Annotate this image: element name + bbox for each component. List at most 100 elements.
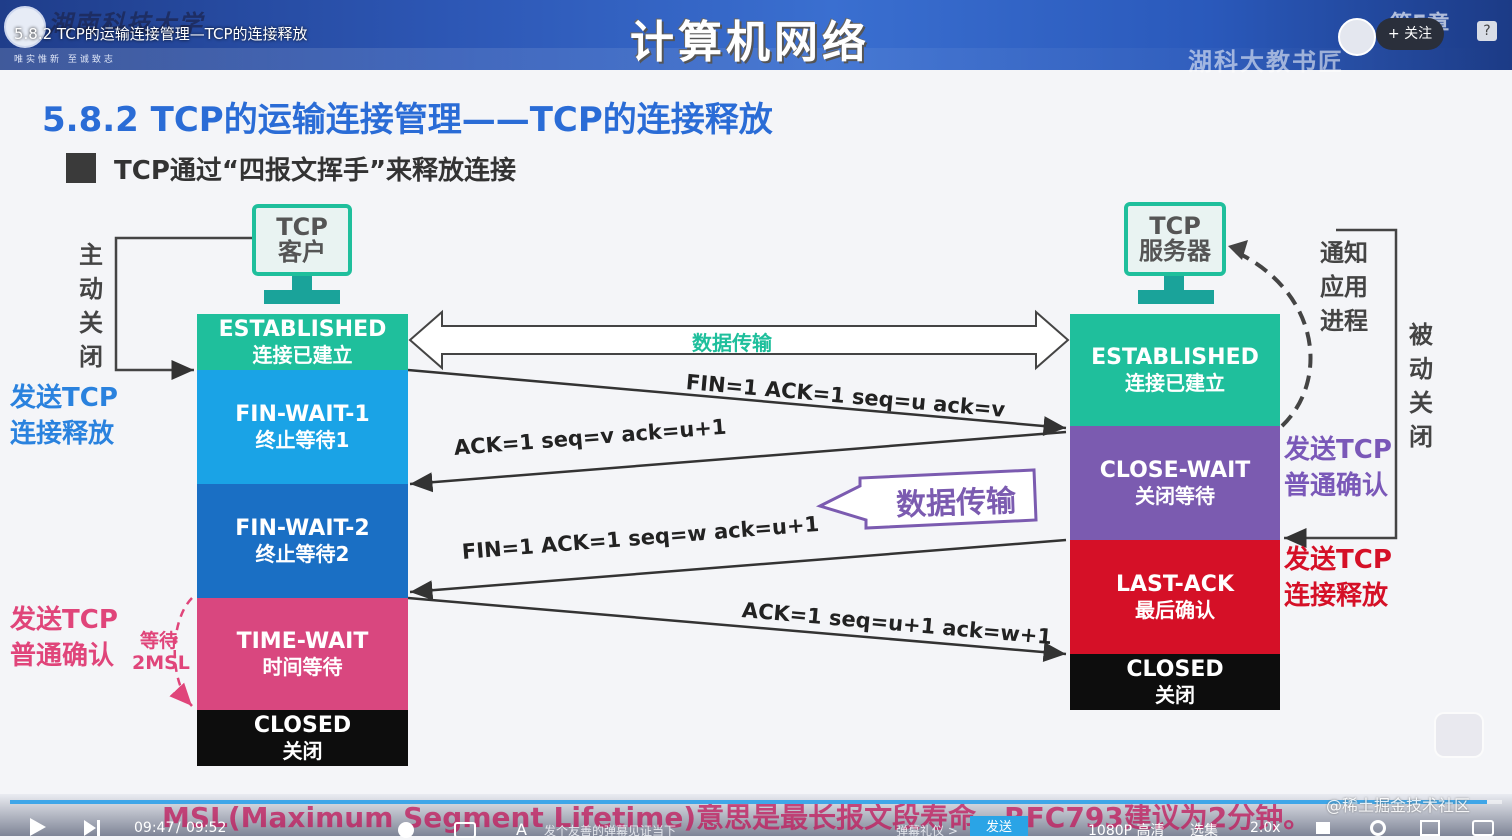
speed-selector[interactable]: 2.0x (1250, 820, 1281, 836)
server-state-established-zh: 连接已建立 (1125, 371, 1225, 395)
server-state-established: ESTABLISHED 连接已建立 (1070, 314, 1280, 426)
time-separator: / (176, 820, 181, 836)
time-total: 09:52 (186, 820, 227, 836)
notify-app-dashed-arc (1231, 248, 1313, 428)
client-state-established-en: ESTABLISHED (218, 317, 387, 342)
server-state-last-ack-en: LAST-ACK (1115, 572, 1234, 597)
client-send-ack-label-2: 普通确认 (10, 641, 115, 671)
msg1-line (407, 368, 1067, 436)
fullscreen-icon[interactable] (1472, 820, 1494, 836)
help-icon[interactable]: ? (1477, 21, 1497, 41)
client-state-closed-en: CLOSED (253, 713, 352, 738)
notify-app-arrowhead (1228, 240, 1248, 260)
server-state-close-wait: CLOSE-WAIT 关闭等待 (1070, 426, 1280, 540)
header-swoosh (0, 48, 1512, 70)
school-motto: 唯实惟新 至诚致志 (14, 55, 116, 65)
server-send-ack-label-2: 普通确认 (1284, 471, 1389, 501)
watermark: @稀土掘金技术社区 (1326, 796, 1471, 815)
msg3-line (409, 538, 1067, 601)
server-send-release-label-1: 发送TCP (1284, 545, 1392, 575)
client-state-fin-wait-1: FIN-WAIT-1 终止等待1 (197, 370, 408, 484)
data-transfer-double-arrow (408, 309, 1070, 371)
danmaku-input[interactable]: 发个友善的弹幕见证当下 (544, 824, 677, 838)
server-state-last-ack-zh: 最后确认 (1135, 598, 1215, 622)
server-send-release-label-2: 连接释放 (1284, 581, 1389, 611)
client-state-fin-wait-1-en: FIN-WAIT-1 (235, 402, 370, 427)
client-device-label-2: 客户 (278, 238, 326, 266)
client-state-fin-wait-1-zh: 终止等待1 (255, 428, 350, 452)
mini-player-icon[interactable] (1434, 712, 1484, 758)
client-state-closed-zh: 关闭 (282, 739, 323, 763)
msg4-line (407, 596, 1067, 663)
progress-fill (10, 800, 1488, 804)
uploader-name: 湖科大教书匠 (1188, 48, 1344, 76)
data-transfer-label: 数据传输 (692, 331, 772, 355)
course-title: 计算机网络 (630, 17, 870, 68)
danmaku-font-icon[interactable]: A (516, 820, 527, 839)
settings-gear-icon[interactable] (1370, 820, 1386, 836)
video-title: 5.8.2 TCP的运输连接管理—TCP的连接释放 (14, 25, 308, 43)
client-device-label-1: TCP (276, 213, 328, 241)
server-passive-close-label: 被动关闭 (1409, 321, 1433, 451)
server-state-close-wait-zh: 关闭等待 (1135, 484, 1215, 508)
slide-title: 5.8.2 TCP的运输连接管理——TCP的连接释放 (42, 100, 773, 140)
client-active-close-label: 主动关闭 (79, 241, 103, 371)
client-state-closed: CLOSED 关闭 (197, 710, 408, 766)
next-bar-icon (97, 820, 100, 836)
danmaku-etiquette-link[interactable]: 弹幕礼仪 > (896, 824, 958, 838)
client-state-established-zh: 连接已建立 (252, 343, 353, 367)
server-data-transfer-label: 数据传输 (895, 483, 1017, 524)
client-state-fin-wait-2: FIN-WAIT-2 终止等待2 (197, 484, 408, 598)
pip-icon[interactable] (1420, 820, 1440, 836)
server-state-last-ack: LAST-ACK 最后确认 (1070, 540, 1280, 654)
server-state-closed-en: CLOSED (1126, 657, 1224, 682)
client-computer-icon: TCP 客户 (252, 204, 352, 276)
client-state-fin-wait-2-zh: 终止等待2 (255, 542, 350, 566)
follow-button[interactable]: + 关注 (1376, 18, 1444, 50)
next-icon[interactable] (84, 820, 96, 836)
play-icon[interactable] (30, 818, 46, 836)
msl-note: MSL(Maximum Segment Lifetime)意思是最长报文段寿命，… (162, 801, 1312, 834)
server-monitor-base (1138, 290, 1214, 304)
server-state-established-en: ESTABLISHED (1091, 345, 1259, 370)
client-state-time-wait-en: TIME-WAIT (236, 629, 369, 654)
server-send-ack-label-1: 发送TCP (1284, 435, 1392, 465)
server-device-label-2: 服务器 (1139, 237, 1211, 265)
client-state-established: ESTABLISHED 连接已建立 (197, 314, 408, 370)
video-header-banner (0, 0, 1512, 70)
client-send-ack-label-1: 发送TCP (10, 605, 118, 635)
server-computer-icon: TCP 服务器 (1124, 202, 1226, 276)
server-data-transfer-arrow (815, 468, 1038, 530)
uploader-avatar[interactable] (1338, 18, 1376, 56)
server-state-closed-zh: 关闭 (1155, 683, 1195, 707)
client-monitor-base (264, 290, 340, 304)
client-send-release-label-1: 发送TCP (10, 383, 118, 413)
client-state-fin-wait-2-en: FIN-WAIT-2 (235, 516, 370, 541)
server-state-closed: CLOSED 关闭 (1070, 654, 1280, 710)
wait-2msl-dashed-arc (169, 597, 193, 707)
client-send-release-label-2: 连接释放 (10, 419, 115, 449)
client-monitor-stand (292, 276, 312, 292)
msg2-line (409, 430, 1067, 493)
server-device-label-1: TCP (1149, 212, 1201, 240)
school-logo (4, 6, 46, 48)
server-passive-close-bracket (1284, 228, 1398, 548)
client-active-close-bracket (114, 236, 252, 380)
client-state-time-wait-zh: 时间等待 (262, 655, 343, 679)
bullet-square-icon (66, 153, 96, 183)
server-notify-label-2: 应用 (1320, 273, 1368, 301)
episodes-button[interactable]: 选集 (1190, 823, 1218, 839)
bullet-text: TCP通过“四报文挥手”来释放连接 (114, 156, 517, 186)
time-current: 09:47 (134, 820, 175, 836)
quality-selector[interactable]: 1080P 高清 (1088, 823, 1165, 839)
server-notify-label-3: 进程 (1320, 307, 1368, 335)
client-state-time-wait: TIME-WAIT 时间等待 (197, 598, 408, 710)
send-button[interactable]: 发送 (970, 816, 1028, 836)
school-name: 湖南科技大学 (48, 9, 204, 38)
server-monitor-stand (1164, 276, 1184, 290)
server-notify-label-1: 通知 (1320, 239, 1368, 267)
volume-icon[interactable] (1316, 822, 1330, 834)
server-state-close-wait-en: CLOSE-WAIT (1099, 458, 1251, 483)
danmaku-toggle-icon[interactable] (398, 822, 414, 838)
